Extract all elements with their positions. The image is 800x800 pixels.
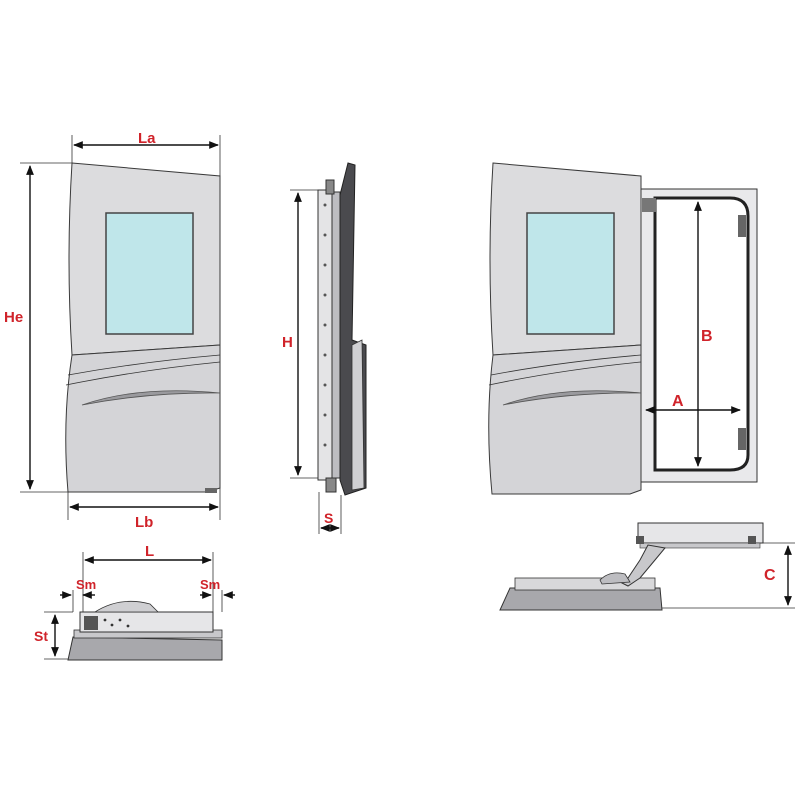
label-st: St	[34, 628, 48, 644]
label-la: La	[138, 130, 156, 147]
hinge-frame-body	[637, 522, 764, 544]
front-handle-groove	[81, 390, 221, 406]
label-a: A	[672, 393, 684, 410]
top-base-plate	[67, 636, 223, 661]
top-frame-body	[79, 611, 214, 633]
label-sm-right: Sm	[200, 577, 220, 592]
label-c: C	[764, 567, 776, 584]
open-door-lower-panel	[488, 344, 642, 495]
label-h: H	[282, 334, 293, 351]
hinge-base-plate	[499, 587, 663, 611]
hinge-arm	[618, 544, 666, 587]
front-door-lower-panel	[65, 344, 221, 493]
open-window-glass	[526, 212, 615, 335]
label-l: L	[145, 543, 154, 560]
label-s: S	[324, 510, 333, 526]
side-view: H S	[282, 162, 367, 534]
front-view: La He Lb	[4, 130, 221, 531]
front-window-glass	[105, 212, 194, 335]
label-lb: Lb	[135, 514, 153, 531]
label-b: B	[701, 328, 713, 345]
open-view: B A	[488, 162, 758, 495]
label-he: He	[4, 309, 23, 326]
top-view: L Sm Sm St	[34, 543, 235, 661]
hinge-top-view: C	[499, 522, 795, 611]
label-sm-left: Sm	[76, 577, 96, 592]
